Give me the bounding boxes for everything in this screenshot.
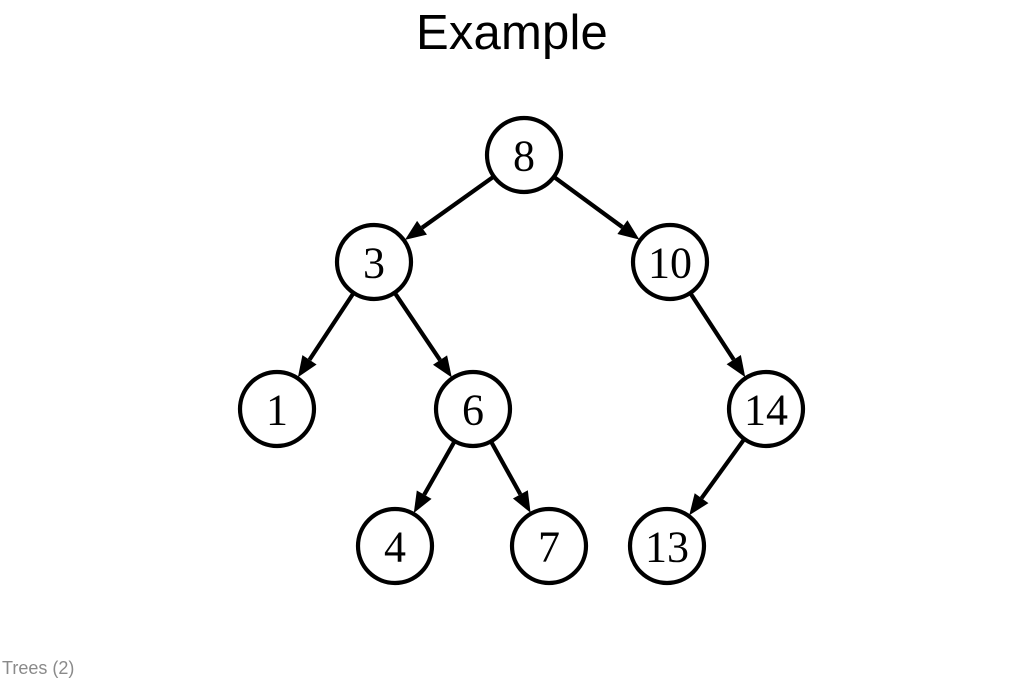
tree-node-circle[interactable] [484,115,564,195]
tree-nodes-group: 8 3 10 1 6 14 4 7 13 [237,115,806,586]
tree-edge-line [689,292,736,361]
tree-edge-line [422,440,457,496]
binary-search-tree-diagram: 8 3 10 1 6 14 4 7 13 [0,90,1024,620]
tree-node[interactable]: 3 [334,222,414,302]
tree-node-label: 6 [462,386,484,435]
tree-node-label: 14 [744,386,788,435]
tree-node-label: 7 [538,523,560,572]
tree-node-circle[interactable] [433,369,513,449]
tree-edge-line [307,292,355,361]
tree-node[interactable]: 8 [484,115,564,195]
tree-node[interactable]: 1 [237,369,317,449]
tree-node[interactable]: 6 [433,369,513,449]
tree-node-circle[interactable] [726,369,806,449]
tree-edge-arrowhead-icon [512,490,531,513]
tree-edge [297,292,355,378]
tree-node-circle[interactable] [237,369,317,449]
tree-edge-arrowhead-icon [404,220,427,240]
tree-svg-canvas: 8 3 10 1 6 14 4 7 13 [237,115,806,586]
tree-edge-line [699,438,746,500]
tree-edge-arrowhead-icon [297,355,317,378]
page-title: Example [415,6,609,60]
tree-node[interactable]: 4 [355,506,435,586]
tree-node-label: 3 [363,239,385,288]
tree-node[interactable]: 14 [726,369,806,449]
tree-edge [404,175,495,240]
tree-edge-arrowhead-icon [617,220,640,240]
tree-edge-line [489,441,523,496]
tree-edge-arrowhead-icon [413,490,432,513]
tree-edge [413,440,457,513]
tree-node-label: 13 [645,523,689,572]
tree-edge-line [420,175,495,230]
tree-node-label: 10 [648,239,692,288]
tree-node-circle[interactable] [355,506,435,586]
tree-edge [489,441,531,513]
tree-node[interactable]: 10 [630,222,710,302]
tree-node-label: 8 [513,132,535,181]
tree-edge [689,292,746,378]
tree-node-label: 1 [266,386,288,435]
tree-node-circle[interactable] [334,222,414,302]
tree-edge [689,438,746,516]
tree-edge [553,175,640,240]
tree-edge-arrowhead-icon [432,355,452,378]
tree-node[interactable]: 13 [627,506,707,586]
tree-node-circle[interactable] [509,506,589,586]
tree-edge-line [393,292,442,362]
tree-edge-arrowhead-icon [726,354,746,378]
tree-node-circle[interactable] [627,506,707,586]
tree-edges-group [297,175,746,516]
tree-edge-arrowhead-icon [689,493,709,516]
tree-edge-line [553,175,624,229]
tree-node[interactable]: 7 [509,506,589,586]
slide-footer: Trees (2) [2,658,75,678]
tree-node-label: 4 [384,523,406,572]
tree-node-circle[interactable] [630,222,710,302]
tree-edge [393,292,452,378]
